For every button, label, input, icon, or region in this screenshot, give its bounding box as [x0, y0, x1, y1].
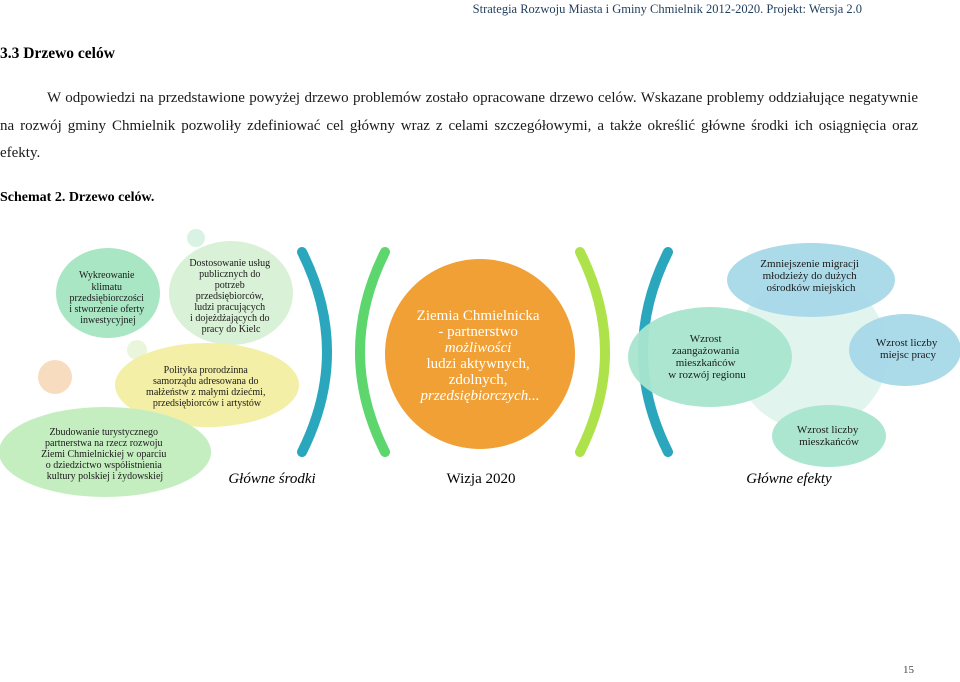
means-climate-text: Wykreowanie klimatu przedsiębiorczości i… [69, 270, 146, 326]
decorative-circles [38, 229, 205, 394]
means-tourism-text: Zbudowanie turystycznego partnerstwa na … [41, 427, 169, 482]
vision-circle [385, 259, 575, 449]
means-climate-ellipse [56, 248, 160, 338]
left-teal-arc [297, 247, 332, 457]
means-family-text: Polityka prorodzinna samorządu adresowan… [146, 365, 268, 409]
figure-caption: Schemat 2. Drzewo celów. [0, 190, 155, 205]
means-family-ellipse [115, 343, 299, 427]
left-green-arc [355, 247, 390, 457]
section-title: 3.3 Drzewo celów [0, 45, 115, 62]
effect-engagement-text: Wzrost zaangażowania mieszkańców w rozwó… [668, 333, 746, 381]
intro-paragraph: W odpowiedzi na przedstawione powyżej dr… [0, 90, 918, 161]
effects-center-circle [734, 276, 888, 430]
label-vision: Wizja 2020 [447, 471, 516, 487]
small-circle-left [38, 360, 72, 394]
vision-text: Ziemia Chmielnicka - partnerstwo możliwo… [417, 308, 544, 404]
effect-jobs-ellipse [849, 314, 960, 386]
label-effects: Główne efekty [746, 471, 832, 487]
means-services-text: Dostosowanie usług publicznych do potrze… [189, 258, 272, 335]
effect-residents-text: Wzrost liczby mieszkańców [797, 424, 861, 448]
page-number: 15 [903, 664, 914, 676]
right-lime-arc [575, 247, 610, 457]
effect-residents-ellipse [772, 405, 886, 467]
means-tourism-ellipse [0, 407, 211, 497]
small-circle-top [187, 229, 205, 247]
effect-jobs-text: Wzrost liczby miejsc pracy [876, 337, 940, 361]
effect-migration-ellipse [727, 243, 895, 317]
small-circle-middle [127, 340, 147, 360]
running-header: Strategia Rozwoju Miasta i Gminy Chmieln… [472, 2, 862, 16]
means-services-ellipse [169, 241, 293, 345]
effect-migration-text: Zmniejszenie migracji młodzieży do dużyc… [760, 258, 861, 294]
effects-cluster [628, 243, 960, 467]
effect-engagement-ellipse [628, 307, 792, 407]
label-means: Główne środki [228, 471, 315, 487]
